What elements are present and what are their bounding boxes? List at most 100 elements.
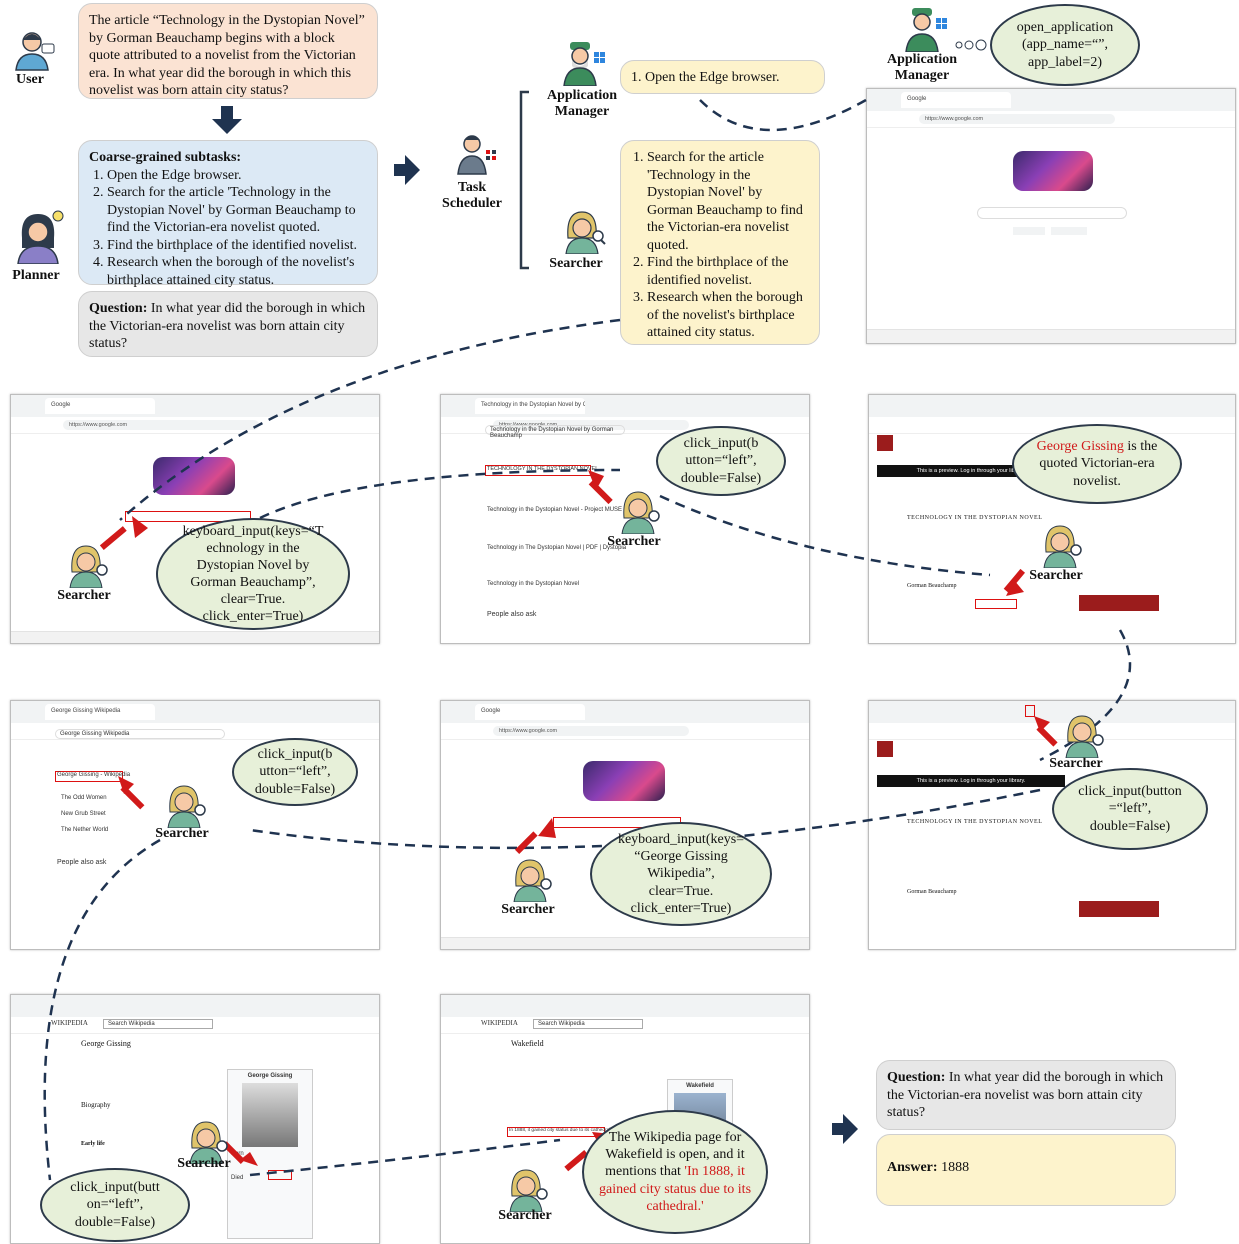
searcher-task-item: Search for the article 'Technology in th… <box>647 149 809 254</box>
question-text: In what year did the borough in which th… <box>89 301 366 351</box>
jstor-heading: TECHNOLOGY IN THE DYSTOPIAN NOVEL <box>907 819 1043 825</box>
browser-tab[interactable]: Google <box>45 398 155 414</box>
result-link[interactable]: George Gissing - Wikipedia <box>57 772 131 778</box>
gissing-identified-cloud: George Gissing is the quoted Victorian-e… <box>1012 424 1182 504</box>
google-search-button[interactable] <box>1013 227 1045 235</box>
searcher-task-item: Research when the borough of the novelis… <box>647 289 809 342</box>
searcher-label: Searcher <box>155 826 209 841</box>
birthplace-highlight[interactable] <box>268 1170 292 1180</box>
google-footer <box>867 329 1235 343</box>
coarse-item: Research when the borough of the novelis… <box>107 254 367 289</box>
user-label: User <box>16 72 44 87</box>
results-search-box[interactable]: George Gissing Wikipedia <box>55 729 225 739</box>
thought-dots <box>955 38 995 56</box>
coarse-item: Open the Edge browser. <box>107 167 367 185</box>
screenshot-edge-google: Google https://www.google.com <box>866 88 1236 344</box>
result-highlight[interactable] <box>485 465 591 476</box>
people-also-ask: People also ask <box>57 859 107 866</box>
searcher-label: Searcher <box>498 1208 552 1223</box>
coarse-list: Open the Edge browser. Search for the ar… <box>89 167 367 290</box>
searcher-task-item: Find the birthplace of the identified no… <box>647 254 809 289</box>
browser-tab[interactable]: Technology in the Dystopian Novel by Gor… <box>475 398 585 414</box>
searcher-avatar-icon <box>186 1118 230 1165</box>
result-link[interactable]: TECHNOLOGY IN THE DYSTOPIAN NOVEL <box>487 466 599 472</box>
question-label: Question <box>89 301 143 316</box>
searcher-avatar-icon <box>1062 712 1106 759</box>
searcher-avatar-icon <box>66 542 110 589</box>
searcher-label-top: Searcher <box>549 256 603 271</box>
searcher-avatar-icon <box>1040 522 1084 569</box>
searcher-label: Searcher <box>57 588 111 603</box>
wiki-biography: Biography <box>81 1101 111 1109</box>
wakefield-text: The Wikipedia page for Wakefield is open… <box>605 1130 745 1180</box>
infobox-title: Wakefield <box>686 1083 714 1089</box>
jstor-heading: TECHNOLOGY IN THE DYSTOPIAN NOVEL <box>907 515 1043 521</box>
infobox-title: George Gissing <box>247 1073 293 1079</box>
searcher-label: Searcher <box>607 534 661 549</box>
wiki-logo[interactable]: WIKIPEDIA <box>51 1019 88 1027</box>
result-link[interactable]: Technology in the Dystopian Novel <box>487 581 580 587</box>
planner-avatar-icon <box>14 208 64 265</box>
result-link[interactable]: The Nether World <box>61 827 109 833</box>
jstor-preview-text: This is a preview. Log in through your l… <box>916 778 1026 784</box>
user-avatar-icon <box>12 28 56 72</box>
searcher-task-box: Search for the article 'Technology in th… <box>620 140 820 345</box>
searcher-avatar-icon <box>618 488 662 535</box>
result-link[interactable]: Technology in The Dystopian Novel | PDF … <box>487 545 627 551</box>
result-link[interactable]: New Grub Street <box>61 811 106 817</box>
google-footer <box>11 631 379 643</box>
download-button[interactable] <box>1079 901 1159 917</box>
gissing-highlight <box>975 599 1017 609</box>
wiki-search-input[interactable]: Search Wikipedia <box>103 1019 213 1029</box>
browser-tab[interactable]: Google <box>901 92 1011 108</box>
coarse-item: Search for the article 'Technology in th… <box>107 184 367 237</box>
searcher-avatar-icon <box>562 208 606 255</box>
wiki-logo[interactable]: WIKIPEDIA <box>481 1019 518 1027</box>
address-bar[interactable]: https://www.google.com <box>63 420 259 430</box>
wakefield-quote: 'In 1888, it gained city status due to i… <box>598 1164 752 1214</box>
portrait-image <box>242 1083 298 1147</box>
app-manager-task-box: 1. Open the Edge browser. <box>620 60 825 94</box>
scheduler-bracket <box>518 90 530 275</box>
browser-tab[interactable]: Google <box>475 704 585 720</box>
wiki-title: Wakefield <box>511 1039 544 1048</box>
app-manager-task: 1. Open the Edge browser. <box>631 70 780 85</box>
searcher-task-list: Search for the article 'Technology in th… <box>631 149 809 342</box>
jstor-preview-banner: This is a preview. Log in through your l… <box>877 775 1065 787</box>
coarse-title: Coarse-grained subtasks <box>89 150 237 165</box>
jstor-author: Gorman Beauchamp <box>907 583 957 589</box>
searcher-label: Searcher <box>1049 756 1103 771</box>
search-box-highlight[interactable] <box>125 511 251 522</box>
tab-highlight[interactable] <box>1025 705 1035 717</box>
download-button[interactable] <box>1079 595 1159 611</box>
lucky-button[interactable] <box>1051 227 1087 235</box>
final-question-box: Question: In what year did the borough i… <box>876 1060 1176 1130</box>
google-doodle-image <box>583 761 665 801</box>
result-link[interactable]: Technology in the Dystopian Novel - Proj… <box>487 507 623 513</box>
wiki-infobox: George Gissing Born Died <box>227 1069 313 1239</box>
click-input-cloud-1: click_input(b utton=“left”, double=False… <box>656 426 786 496</box>
searcher-label: Searcher <box>177 1156 231 1171</box>
result-highlight[interactable] <box>55 771 123 782</box>
wakefield-cloud: The Wikipedia page for Wakefield is open… <box>582 1110 768 1234</box>
gissing-name: George Gissing <box>1036 439 1124 455</box>
down-arrow-icon <box>212 106 242 141</box>
address-bar[interactable]: https://www.google.com <box>493 726 689 736</box>
people-also-ask: People also ask <box>487 611 537 618</box>
wiki-search-input[interactable]: Search Wikipedia <box>533 1019 643 1029</box>
searcher-label: Searcher <box>1029 568 1083 583</box>
address-bar[interactable]: https://www.google.com <box>919 114 1115 124</box>
open-application-cloud: open_application (app_name=“”, app_label… <box>990 4 1140 86</box>
result-link[interactable]: The Odd Women <box>61 795 107 801</box>
browser-tab[interactable]: George Gissing Wikipedia <box>45 704 155 720</box>
answer-label: Answer <box>887 1160 933 1175</box>
google-search-box[interactable] <box>977 207 1127 219</box>
results-search-box[interactable]: Technology in the Dystopian Novel by Gor… <box>485 425 625 439</box>
searcher-avatar-icon <box>164 782 208 829</box>
coarse-subtasks-box: Coarse-grained subtasks: Open the Edge b… <box>78 140 378 288</box>
app-manager-icon-2 <box>902 6 948 53</box>
task-scheduler-icon <box>452 130 500 178</box>
